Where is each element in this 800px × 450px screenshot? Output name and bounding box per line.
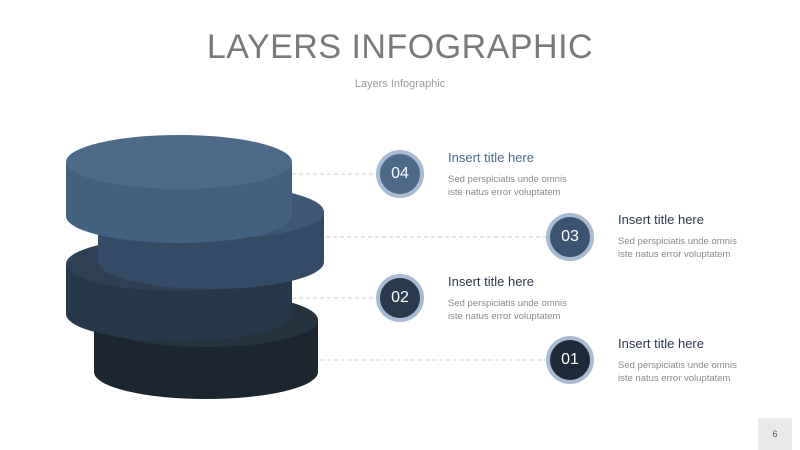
layer-02-description: Sed perspiciatis unde omnis iste natus e…: [448, 297, 608, 323]
layer-02-title: Insert title here: [448, 274, 534, 289]
layer-03-badge: 03: [546, 213, 594, 261]
layer-01-number: 01: [561, 351, 579, 368]
layer-04-text-block: Insert title here Sed perspiciatis unde …: [448, 150, 608, 199]
layer-01-desc-line2: iste natus error voluptatem: [618, 373, 731, 384]
layer-02-badge: 02: [376, 274, 424, 322]
layer-04-number: 04: [391, 165, 409, 182]
layer-04-description: Sed perspiciatis unde omnis iste natus e…: [448, 173, 608, 199]
layer-03-desc-line1: Sed perspiciatis unde omnis: [618, 236, 737, 247]
layer-01-description: Sed perspiciatis unde omnis iste natus e…: [618, 359, 778, 385]
slide-title: LAYERS INFOGRAPHIC: [206, 28, 594, 66]
layer-01-title: Insert title here: [618, 336, 704, 351]
layer-03-number: 03: [561, 228, 579, 245]
layer-03-description: Sed perspiciatis unde omnis iste natus e…: [618, 235, 778, 261]
layer-02-text-block: Insert title here Sed perspiciatis unde …: [448, 274, 608, 323]
page-number: 6: [758, 418, 792, 450]
layer-03-title: Insert title here: [618, 212, 704, 227]
layer-04-desc-line1: Sed perspiciatis unde omnis: [448, 174, 567, 185]
layer-04-title: Insert title here: [448, 150, 534, 165]
layer-02-desc-line1: Sed perspiciatis unde omnis: [448, 298, 567, 309]
layer-04-cylinder: [66, 135, 292, 243]
layer-03-desc-line2: iste natus error voluptatem: [618, 249, 731, 260]
layer-01-desc-line1: Sed perspiciatis unde omnis: [618, 360, 737, 371]
layer-03-text-block: Insert title here Sed perspiciatis unde …: [618, 212, 778, 261]
layer-04-badge: 04: [376, 150, 424, 198]
slide-subtitle: Layers Infographic: [354, 78, 446, 90]
layer-02-desc-line2: iste natus error voluptatem: [448, 311, 561, 322]
layer-02-number: 02: [391, 289, 409, 306]
layer-01-badge: 01: [546, 336, 594, 384]
layer-04-desc-line2: iste natus error voluptatem: [448, 187, 561, 198]
layer-01-text-block: Insert title here Sed perspiciatis unde …: [618, 336, 778, 385]
